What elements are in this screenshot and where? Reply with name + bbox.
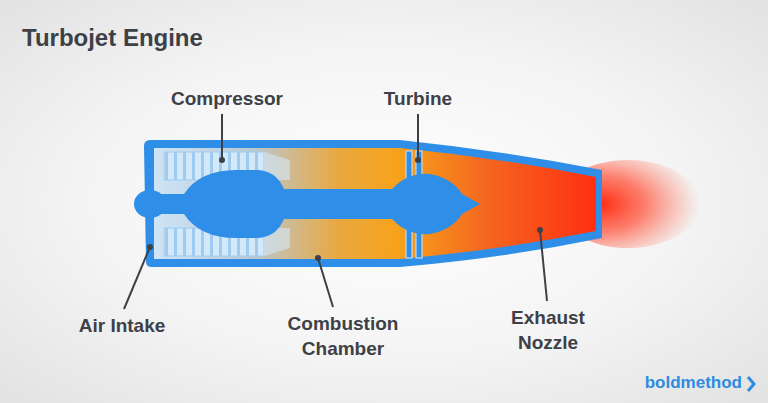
- engine-casing: [144, 140, 602, 267]
- part-label: Turbine: [358, 86, 478, 111]
- logo-chevron: [748, 377, 754, 391]
- leader-lines: [124, 114, 547, 309]
- part-label: Combustion Chamber: [278, 311, 408, 361]
- part-label: Exhaust Nozzle: [493, 305, 603, 355]
- diagram-title: Turbojet Engine: [22, 22, 203, 54]
- part-label: Air Intake: [57, 313, 187, 338]
- leader-dots: [147, 157, 543, 261]
- logo-watermark: boldmethod: [645, 372, 742, 394]
- part-label: Compressor: [142, 86, 312, 111]
- flow-path: [154, 148, 596, 259]
- engine-spool: [158, 170, 480, 238]
